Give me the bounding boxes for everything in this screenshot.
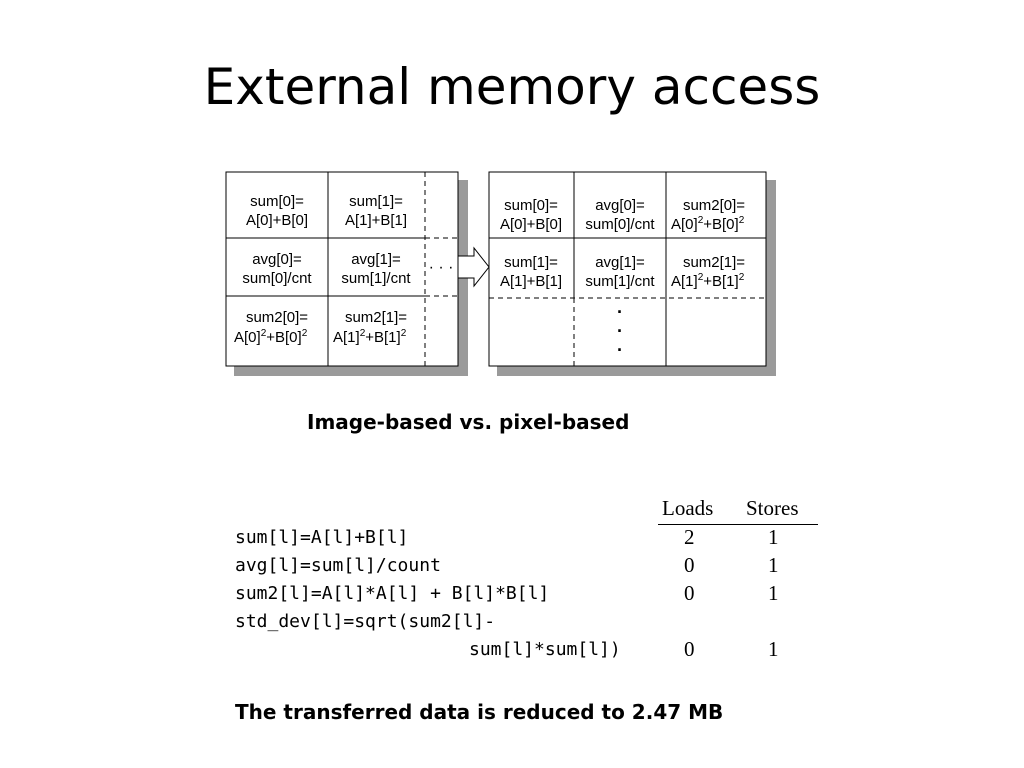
code-line-std-dev-cont: sum[l]*sum[l]) <box>469 639 621 660</box>
stores-avg: 1 <box>768 553 779 577</box>
left-cell-sum2-0: sum2[0]= A[0]2+B[0]2 <box>234 309 308 346</box>
code-line-std-dev: std_dev[l]=sqrt(sum2[l]- <box>235 611 496 632</box>
svg-text:sum2[0]=: sum2[0]= <box>246 309 308 326</box>
svg-text:A[0]+B[0]: A[0]+B[0] <box>246 212 308 229</box>
pixel-based-grid: sum[0]= A[0]+B[0] avg[0]= sum[0]/cnt sum… <box>488 171 776 376</box>
svg-text:sum2[1]=: sum2[1]= <box>683 254 745 271</box>
header-stores: Stores <box>746 496 799 520</box>
header-loads: Loads <box>662 496 714 520</box>
right-cell-sum1: sum[1]= A[1]+B[1] <box>500 254 562 290</box>
svg-text:A[0]2+B[0]2: A[0]2+B[0]2 <box>671 215 745 233</box>
left-cell-avg1: avg[1]= sum[1]/cnt <box>341 251 411 287</box>
left-cell-avg0: avg[0]= sum[0]/cnt <box>242 251 312 287</box>
loads-sum2: 0 <box>684 581 695 605</box>
left-grid-box <box>225 171 459 367</box>
svg-text:sum[0]=: sum[0]= <box>250 193 304 210</box>
svg-text:sum2[0]=: sum2[0]= <box>683 197 745 214</box>
summary-text: The transferred data is reduced to 2.47 … <box>235 700 724 724</box>
svg-text:avg[0]=: avg[0]= <box>252 251 302 268</box>
right-grid-box <box>488 171 767 367</box>
svg-text:avg[1]=: avg[1]= <box>351 251 401 268</box>
diagram-caption: Image-based vs. pixel-based <box>307 410 630 434</box>
code-line-sum2: sum2[l]=A[l]*A[l] + B[l]*B[l] <box>235 583 550 604</box>
left-cell-sum2-1: sum2[1]= A[1]2+B[1]2 <box>333 309 407 346</box>
svg-text:sum[1]=: sum[1]= <box>349 193 403 210</box>
right-cell-sum0: sum[0]= A[0]+B[0] <box>500 197 562 233</box>
svg-text:sum[0]/cnt: sum[0]/cnt <box>242 270 312 287</box>
svg-text:sum2[1]=: sum2[1]= <box>345 309 407 326</box>
svg-text:sum[0]=: sum[0]= <box>504 197 558 214</box>
left-cell-sum1: sum[1]= A[1]+B[1] <box>345 193 407 229</box>
header-rule <box>658 524 818 525</box>
svg-text:·: · <box>617 340 623 360</box>
vertical-ellipsis: · · · <box>617 302 623 360</box>
svg-text:avg[0]=: avg[0]= <box>595 197 645 214</box>
svg-text:A[1]2+B[1]2: A[1]2+B[1]2 <box>671 272 745 290</box>
svg-text:sum[0]/cnt: sum[0]/cnt <box>585 216 655 233</box>
stores-sum2: 1 <box>768 581 779 605</box>
code-line-avg: avg[l]=sum[l]/count <box>235 555 441 576</box>
image-based-grid: sum[0]= A[0]+B[0] sum[1]= A[1]+B[1] avg[… <box>225 171 468 376</box>
svg-text:A[1]2+B[1]2: A[1]2+B[1]2 <box>333 328 407 346</box>
svg-text:sum[1]/cnt: sum[1]/cnt <box>585 273 655 290</box>
svg-text:avg[1]=: avg[1]= <box>595 254 645 271</box>
svg-text:sum[1]=: sum[1]= <box>504 254 558 271</box>
memory-layout-diagram: sum[0]= A[0]+B[0] sum[1]= A[1]+B[1] avg[… <box>225 171 776 376</box>
loads-sum: 2 <box>684 525 695 549</box>
right-cell-sum2-0: sum2[0]= A[0]2+B[0]2 <box>671 197 745 233</box>
right-cell-avg1: avg[1]= sum[1]/cnt <box>585 254 655 290</box>
transform-arrow-icon <box>457 246 490 288</box>
svg-text:A[0]+B[0]: A[0]+B[0] <box>500 216 562 233</box>
loads-std-dev: 0 <box>684 637 695 661</box>
slide-title: External memory access <box>203 58 821 116</box>
stores-std-dev: 1 <box>768 637 779 661</box>
stores-sum: 1 <box>768 525 779 549</box>
svg-text:A[1]+B[1]: A[1]+B[1] <box>500 273 562 290</box>
svg-text:·: · <box>617 321 623 341</box>
svg-text:sum[1]/cnt: sum[1]/cnt <box>341 270 411 287</box>
horizontal-ellipsis: · · · <box>429 259 454 276</box>
code-line-sum: sum[l]=A[l]+B[l] <box>235 527 409 548</box>
left-cell-sum0: sum[0]= A[0]+B[0] <box>246 193 308 229</box>
svg-text:·: · <box>617 302 623 322</box>
loads-avg: 0 <box>684 553 695 577</box>
svg-text:A[0]2+B[0]2: A[0]2+B[0]2 <box>234 328 308 346</box>
svg-text:A[1]+B[1]: A[1]+B[1] <box>345 212 407 229</box>
right-cell-sum2-1: sum2[1]= A[1]2+B[1]2 <box>671 254 745 290</box>
right-cell-avg0: avg[0]= sum[0]/cnt <box>585 197 655 233</box>
